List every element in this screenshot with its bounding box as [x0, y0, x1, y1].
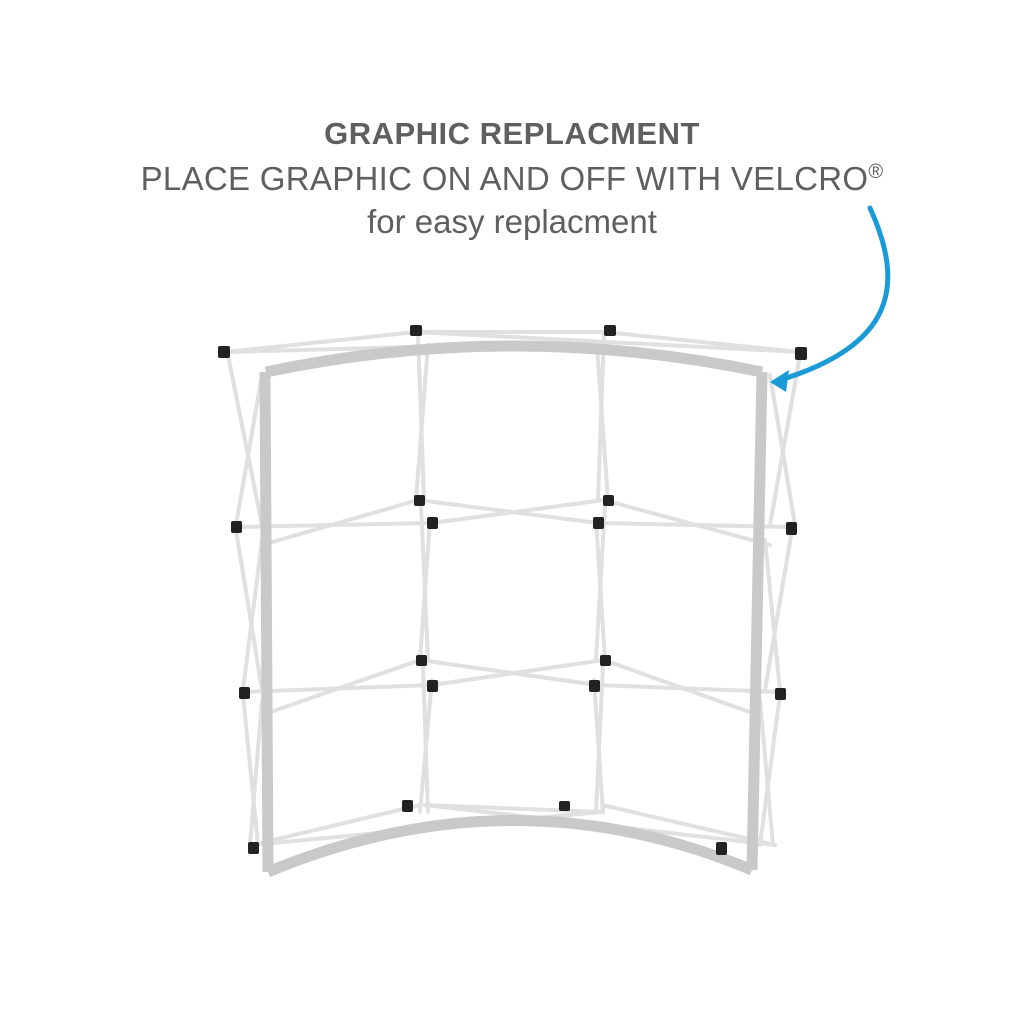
connector-icon [603, 495, 614, 506]
connector-icon [775, 688, 786, 700]
connector-icon [239, 687, 250, 699]
connector-icon [414, 495, 425, 506]
connector-icon [589, 680, 600, 692]
connector-icon [410, 325, 422, 336]
connectors [218, 325, 807, 855]
connector-icon [218, 346, 230, 358]
curved-arrow-icon [770, 205, 891, 392]
frame-struts [224, 330, 802, 847]
connector-icon [600, 655, 611, 666]
graphic-frame [259, 340, 768, 878]
connector-icon [559, 801, 570, 811]
connector-icon [604, 325, 616, 336]
connector-icon [231, 521, 242, 533]
connector-icon [795, 347, 807, 360]
connector-icon [786, 522, 797, 535]
connector-icon [402, 800, 413, 812]
annotation-subtitle-text: PLACE GRAPHIC ON AND OFF WITH VELCRO [140, 160, 869, 197]
annotation-subtitle: PLACE GRAPHIC ON AND OFF WITH VELCRO® [0, 160, 1024, 198]
connector-icon [716, 842, 727, 855]
registered-mark: ® [868, 161, 884, 183]
connector-icon [593, 517, 604, 529]
connector-icon [248, 842, 259, 854]
annotation-title: GRAPHIC REPLACMENT [324, 116, 700, 151]
connector-icon [416, 655, 427, 666]
annotation-note: for easy replacment [367, 203, 657, 240]
connector-icon [427, 680, 438, 692]
connector-icon [427, 517, 438, 529]
